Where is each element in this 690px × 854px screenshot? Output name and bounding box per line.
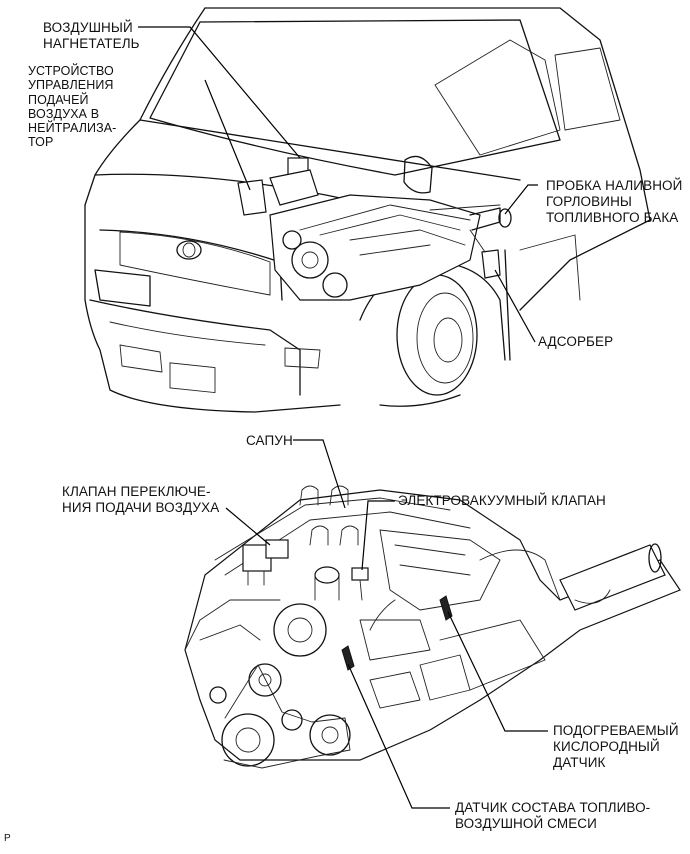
label-fuel-cap: ПРОБКА НАЛИВНОЙ ГОРЛОВИНЫ ТОПЛИВНОГО БАК… — [546, 178, 682, 226]
label-air-pump-line1: ВОЗДУШНЫЙ — [43, 20, 133, 35]
figure-code: P — [4, 833, 11, 844]
label-air-injection-control-line1: УСТРОЙСТВО — [28, 64, 114, 78]
label-heated-o2-sensor: ПОДОГРЕВАЕМЫЙ КИСЛОРОДНЫЙ ДАТЧИК — [553, 723, 679, 771]
label-fuel-cap-line1: ПРОБКА НАЛИВНОЙ — [546, 178, 683, 193]
label-air-injection-control: УСТРОЙСТВО УПРАВЛЕНИЯ ПОДАЧЕЙ ВОЗДУХА В … — [28, 64, 116, 150]
label-vsv: ЭЛЕКТРОВАКУУМНЫЙ КЛАПАН — [398, 493, 606, 509]
label-canister-line1: АДСОРБЕР — [538, 334, 614, 349]
label-canister: АДСОРБЕР — [538, 334, 613, 350]
label-heated-o2-sensor-line1: ПОДОГРЕВАЕМЫЙ — [553, 723, 679, 738]
label-air-injection-control-line4: ВОЗДУХА В — [28, 106, 100, 121]
label-air-switching-valve-line2: НИЯ ПОДАЧИ ВОЗДУХА — [62, 500, 220, 515]
label-fuel-cap-line2: ГОРЛОВИНЫ — [546, 194, 632, 209]
label-breather: САПУН — [246, 433, 293, 449]
label-heated-o2-sensor-line2: КИСЛОРОДНЫЙ — [553, 739, 660, 754]
label-af-sensor-line2: ВОЗДУШНОЙ СМЕСИ — [455, 816, 597, 831]
label-heated-o2-sensor-line3: ДАТЧИК — [553, 755, 606, 770]
label-air-switching-valve: КЛАПАН ПЕРЕКЛЮЧЕ- НИЯ ПОДАЧИ ВОЗДУХА — [62, 484, 219, 516]
label-vsv-line1: ЭЛЕКТРОВАКУУМНЫЙ КЛАПАН — [398, 493, 606, 508]
leaders-top — [138, 26, 538, 343]
van-illustration — [84, 7, 651, 413]
label-fuel-cap-line3: ТОПЛИВНОГО БАКА — [546, 210, 679, 225]
label-air-injection-control-line6: ТОР — [28, 135, 54, 150]
label-air-injection-control-line2: УПРАВЛЕНИЯ — [28, 78, 114, 93]
label-air-pump-line2: НАГНЕТАТЕЛЬ — [43, 36, 140, 51]
label-air-pump: ВОЗДУШНЫЙ НАГНЕТАТЕЛЬ — [43, 20, 140, 52]
leaders-bottom — [225, 439, 548, 809]
label-air-injection-control-line5: НЕЙТРАЛИЗА- — [28, 121, 117, 136]
label-breather-line1: САПУН — [246, 433, 293, 448]
label-af-sensor-line1: ДАТЧИК СОСТАВА ТОПЛИВО- — [455, 800, 651, 815]
label-air-switching-valve-line1: КЛАПАН ПЕРЕКЛЮЧЕ- — [62, 484, 211, 499]
label-air-injection-control-line3: ПОДАЧЕЙ — [28, 92, 89, 107]
engine-bay — [237, 157, 512, 301]
label-af-sensor: ДАТЧИК СОСТАВА ТОПЛИВО- ВОЗДУШНОЙ СМЕСИ — [455, 800, 650, 832]
engine-illustration — [184, 485, 681, 769]
